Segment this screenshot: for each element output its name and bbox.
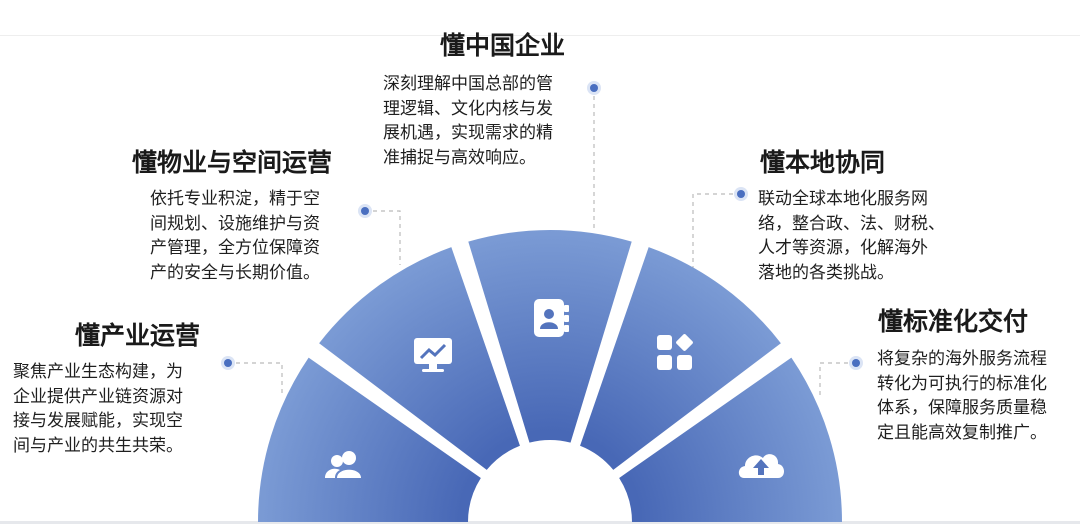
desc-line: 聚焦产业生态构建，为 [13,362,183,382]
dot-3 [587,81,601,95]
top-divider [0,35,1080,36]
desc-line: 落地的各类挑战。 [758,262,894,283]
dot-4 [734,187,748,201]
desc-line: 产管理，全方位保障资 [150,238,320,258]
connector-dots [221,81,863,370]
desc-line: 展机遇，实现需求的精 [383,123,553,143]
section-title-standardized-delivery: 懂标准化交付 [878,307,1029,336]
section-desc-standardized-delivery: 将复杂的海外服务流程 转化为可执行的标准化 体系，保障服务质量稳 定且能高效复制… [877,347,1047,445]
bottom-divider [0,521,1080,524]
desc-line: 体系，保障服务质量稳 [877,398,1047,418]
section-title-industry-operation: 懂产业运营 [75,321,201,350]
dot-1 [221,356,235,370]
users-icon [325,451,361,478]
desc-line: 间与产业的共生共荣。 [13,435,183,456]
desc-line: 产的安全与长期价值。 [150,262,320,283]
connector-5 [819,362,856,395]
desc-line: 转化为可执行的标准化 [877,373,1047,394]
desc-line: 定且能高效复制推广。 [877,422,1047,443]
monitor-chart-icon [414,338,452,372]
desc-line: 接与发展赋能，实现空 [13,411,183,431]
desc-line: 企业提供产业链资源对 [13,386,183,407]
section-title-property-space: 懂物业与空间运营 [132,148,333,177]
connector-2 [365,210,401,265]
section-desc-industry-operation: 聚焦产业生态构建，为 企业提供产业链资源对 接与发展赋能，实现空 间与产业的共生… [13,360,183,458]
desc-line: 人才等资源，化解海外 [758,238,928,258]
segment-standardized-delivery [619,357,842,522]
desc-line: 络，整合政、法、财税、 [758,213,945,234]
cloud-upload-icon [738,454,784,478]
connector-4 [692,193,741,268]
fan-segments [258,230,842,522]
connector-1 [228,362,283,395]
dot-2 [358,204,372,218]
contact-book-icon [534,299,569,337]
desc-line: 间规划、设施维护与资 [150,213,320,234]
app-grid-icon [657,334,693,370]
section-title-chinese-enterprise: 懂中国企业 [440,31,566,60]
segment-industry-operation [258,357,481,522]
section-desc-chinese-enterprise: 深刻理解中国总部的管 理逻辑、文化内核与发 展机遇，实现需求的精 准捕捉与高效响… [383,72,553,170]
desc-line: 深刻理解中国总部的管 [383,74,553,94]
desc-line: 准捕捉与高效响应。 [383,147,536,168]
desc-line: 联动全球本地化服务网 [758,189,928,209]
dot-5 [849,356,863,370]
desc-line: 理逻辑、文化内核与发 [383,98,553,119]
section-desc-local-collaboration: 联动全球本地化服务网 络，整合政、法、财税、 人才等资源，化解海外 落地的各类挑… [758,187,945,285]
desc-line: 依托专业积淀，精于空 [150,189,320,209]
desc-line: 将复杂的海外服务流程 [877,349,1047,369]
section-title-local-collaboration: 懂本地协同 [760,148,886,177]
section-desc-property-space: 依托专业积淀，精于空 间规划、设施维护与资 产管理，全方位保障资 产的安全与长期… [150,187,320,285]
connector-lines [228,88,856,395]
